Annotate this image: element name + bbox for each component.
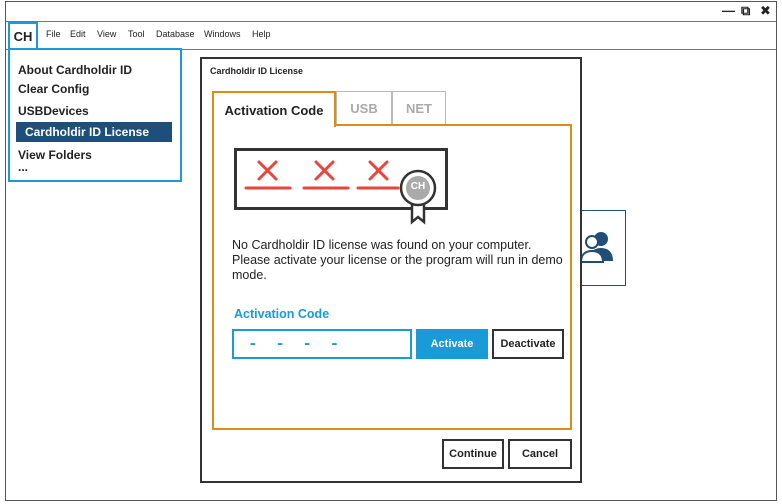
- activate-button[interactable]: Activate: [416, 329, 488, 359]
- menu-tool[interactable]: Tool: [128, 29, 145, 39]
- restore-button[interactable]: ⧉: [741, 3, 751, 18]
- menu-view[interactable]: View: [97, 29, 117, 39]
- tab-usb[interactable]: USB: [336, 91, 392, 125]
- cancel-button[interactable]: Cancel: [508, 439, 572, 469]
- users-icon: [579, 232, 613, 263]
- minimize-button[interactable]: —: [722, 3, 735, 18]
- menu-help[interactable]: Help: [252, 29, 271, 39]
- activation-panel: CH No Cardholdir ID license was found on…: [212, 124, 572, 430]
- app-dropdown-menu: About Cardholdir ID Clear Config USBDevi…: [8, 48, 182, 182]
- menu-file[interactable]: File: [46, 29, 61, 39]
- license-badge-text: CH: [410, 181, 426, 192]
- activation-code-label: Activation Code: [234, 307, 330, 321]
- dialog-title: Cardholdir ID License: [210, 66, 304, 76]
- menu-bar: CH File Edit View Tool Database Windows …: [6, 22, 776, 50]
- menu-item-usb-devices[interactable]: USBDevices: [18, 104, 89, 118]
- tab-activation-code[interactable]: Activation Code: [212, 91, 336, 127]
- menu-item-clear-config[interactable]: Clear Config: [18, 82, 90, 96]
- certificate-icon: CH: [234, 148, 448, 225]
- menu-item-about[interactable]: About Cardholdir ID: [18, 63, 132, 77]
- menu-item-more[interactable]: ...: [18, 160, 29, 174]
- activation-code-input[interactable]: - - - -: [232, 329, 412, 359]
- app-logo-menu[interactable]: CH: [8, 22, 38, 48]
- license-dialog: Cardholdir ID License Activation Code US…: [200, 57, 582, 483]
- menu-windows[interactable]: Windows: [204, 29, 241, 39]
- close-button[interactable]: ✖: [760, 3, 771, 18]
- menu-item-view-folders[interactable]: View Folders: [18, 148, 92, 162]
- continue-button[interactable]: Continue: [442, 439, 504, 469]
- deactivate-button[interactable]: Deactivate: [492, 329, 564, 359]
- menu-edit[interactable]: Edit: [70, 29, 86, 39]
- menu-database[interactable]: Database: [156, 29, 195, 39]
- menu-item-license[interactable]: Cardholdir ID License: [16, 122, 172, 142]
- license-card-graphic: [244, 160, 437, 225]
- tab-net[interactable]: NET: [392, 91, 446, 125]
- background-panel: [579, 210, 626, 286]
- license-message: No Cardholdir ID license was found on yo…: [232, 238, 563, 282]
- title-bar: — ⧉ ✖: [6, 2, 776, 22]
